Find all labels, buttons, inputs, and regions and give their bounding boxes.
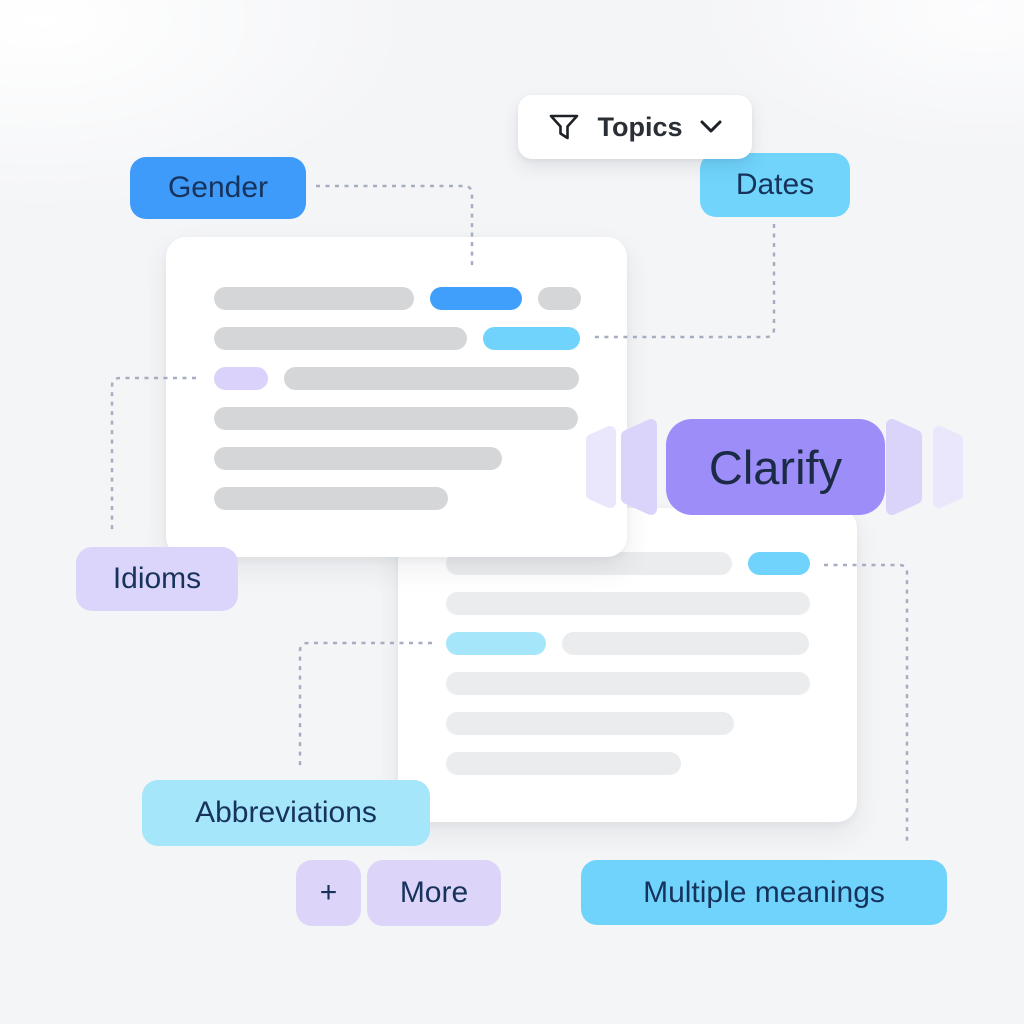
tag-gender[interactable]: Gender xyxy=(130,157,306,219)
tag-plus-more[interactable]: + xyxy=(296,860,361,926)
tag-abbreviations[interactable]: Abbreviations xyxy=(142,780,430,846)
tag-idioms[interactable]: Idioms xyxy=(76,547,238,611)
topics-filter-button[interactable]: Topics xyxy=(518,95,752,159)
tag-dates[interactable]: Dates xyxy=(700,153,850,217)
skeleton-row xyxy=(446,752,857,775)
skeleton-bar xyxy=(446,552,732,575)
skeleton-bar xyxy=(446,592,810,615)
wing-inner-right xyxy=(886,419,922,515)
skeleton-bar xyxy=(214,487,448,510)
skeleton-bar xyxy=(214,287,414,310)
wing-outer-left xyxy=(586,426,616,508)
document-card-back xyxy=(398,508,857,822)
chevron-down-icon xyxy=(699,119,723,135)
highlight-bar-abbreviations xyxy=(446,632,546,655)
filter-funnel-icon xyxy=(547,112,581,142)
skeleton-row xyxy=(214,447,627,470)
clarify-wings-decoration xyxy=(586,419,963,515)
wing-outer-right xyxy=(933,426,963,508)
tag-more[interactable]: More xyxy=(367,860,501,926)
skeleton-row xyxy=(214,487,627,510)
skeleton-row xyxy=(214,407,627,430)
skeleton-row xyxy=(446,712,857,735)
skeleton-row xyxy=(214,367,627,390)
skeleton-row xyxy=(446,552,857,575)
skeleton-bar xyxy=(538,287,581,310)
skeleton-bar xyxy=(446,752,681,775)
skeleton-row xyxy=(446,592,857,615)
document-card-front xyxy=(166,237,627,557)
skeleton-bar xyxy=(446,712,734,735)
clarify-button[interactable]: Clarify xyxy=(666,419,885,515)
skeleton-row xyxy=(446,632,857,655)
highlight-bar-idioms xyxy=(214,367,268,390)
highlight-bar-dates xyxy=(483,327,580,350)
skeleton-bar xyxy=(214,407,578,430)
skeleton-row xyxy=(446,672,857,695)
skeleton-row xyxy=(214,287,627,310)
wing-inner-left xyxy=(621,419,657,515)
skeleton-bar xyxy=(214,327,467,350)
clarify-assembly: Clarify xyxy=(586,419,972,515)
tag-multiple-meanings[interactable]: Multiple meanings xyxy=(581,860,947,925)
highlight-bar-multiple-meanings xyxy=(748,552,810,575)
skeleton-bar xyxy=(446,672,810,695)
skeleton-bar xyxy=(284,367,579,390)
skeleton-row xyxy=(214,327,627,350)
highlight-bar-gender xyxy=(430,287,522,310)
skeleton-rows-back xyxy=(398,508,857,775)
topics-filter-label: Topics xyxy=(597,111,683,142)
skeleton-rows-front xyxy=(166,237,627,510)
skeleton-bar xyxy=(214,447,502,470)
skeleton-bar xyxy=(562,632,809,655)
